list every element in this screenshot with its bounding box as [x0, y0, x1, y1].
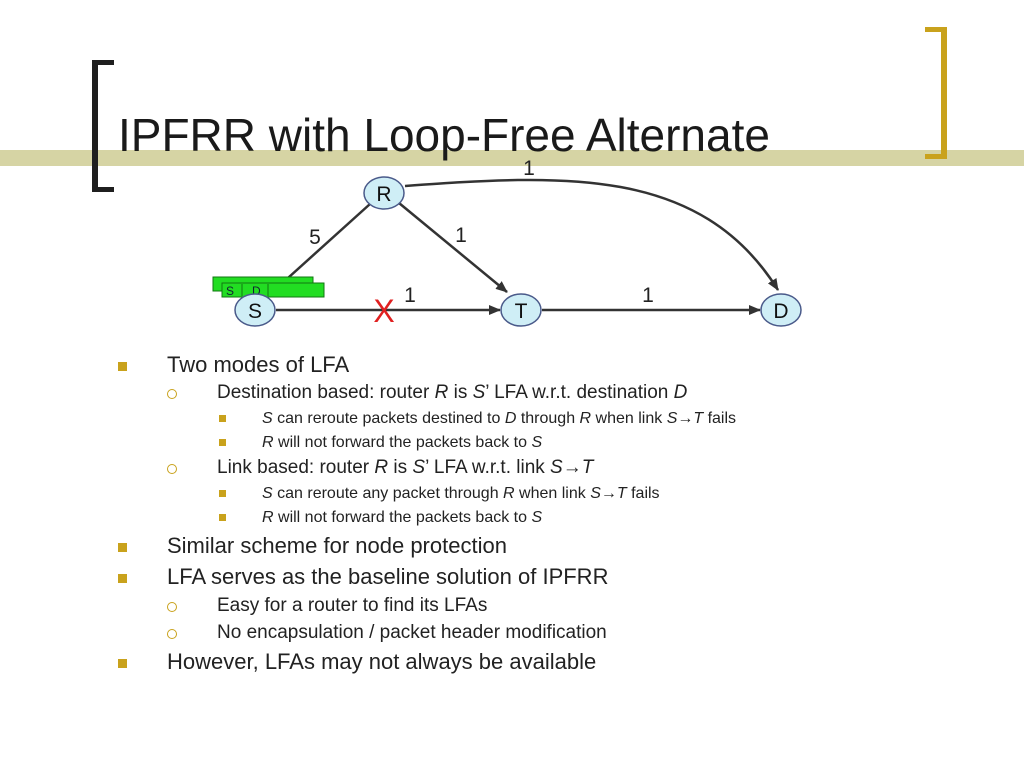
bullet-marker-circle — [167, 629, 177, 639]
edge-r-t — [398, 202, 508, 293]
node-d: D — [760, 293, 802, 327]
bullet-r-not-forward-2: R will not forward the packets back to S — [262, 509, 543, 526]
slide-title: IPFRR with Loop-Free Alternate — [118, 109, 770, 161]
bullet-marker-small-square — [219, 439, 226, 446]
weight-t-d: 1 — [642, 284, 654, 307]
bullet-node-protection: Similar scheme for node protection — [167, 533, 507, 558]
bullet-no-encapsulation: No encapsulation / packet header modific… — [217, 622, 607, 643]
bullet-destination-based: Destination based: router R is S’ LFA w.… — [217, 382, 688, 403]
weight-s-r: 5 — [309, 226, 321, 249]
weight-s-t: 1 — [404, 284, 416, 307]
node-s: S — [234, 293, 276, 327]
packet-src-label: S — [226, 284, 234, 298]
node-d-label: D — [773, 300, 788, 323]
node-s-label: S — [248, 300, 262, 323]
bullet-lfa-baseline: LFA serves as the baseline solution of I… — [167, 564, 609, 589]
packet-dst-label: D — [252, 284, 261, 298]
link-failure-mark: X — [373, 293, 394, 329]
bullet-marker-square — [118, 659, 127, 668]
bullet-link-based: Link based: router R is S’ LFA w.r.t. li… — [217, 457, 594, 478]
bullet-marker-small-square — [219, 514, 226, 521]
bullet-easy-find-lfas: Easy for a router to find its LFAs — [217, 595, 488, 616]
node-r-label: R — [376, 183, 391, 206]
bullet-marker-circle — [167, 389, 177, 399]
bullet-marker-small-square — [219, 415, 226, 422]
bullet-r-not-forward-1: R will not forward the packets back to S — [262, 434, 543, 451]
weight-r-t: 1 — [455, 224, 467, 247]
right-bracket-decoration — [925, 27, 947, 159]
bullet-marker-square — [118, 543, 127, 552]
bullet-marker-circle — [167, 464, 177, 474]
bullet-marker-circle — [167, 602, 177, 612]
bullet-lfas-not-available: However, LFAs may not always be availabl… — [167, 649, 597, 674]
node-r: R — [363, 176, 405, 210]
bullet-marker-small-square — [219, 490, 226, 497]
bullet-s-can-reroute-destined: S can reroute packets destined to D thro… — [262, 410, 737, 427]
packet-stack: S D — [212, 276, 325, 298]
left-bracket-decoration — [92, 60, 114, 192]
title-band — [0, 150, 1024, 166]
packet-front — [221, 282, 325, 298]
edge-r-d — [404, 178, 780, 291]
weight-r-d: 1 — [523, 157, 535, 180]
node-t: T — [500, 293, 542, 327]
bullet-s-can-reroute-any: S can reroute any packet through R when … — [262, 485, 660, 502]
bullet-marker-square — [118, 362, 127, 371]
bullet-marker-square — [118, 574, 127, 583]
bullet-two-modes: Two modes of LFA — [167, 352, 350, 377]
node-t-label: T — [515, 300, 528, 323]
